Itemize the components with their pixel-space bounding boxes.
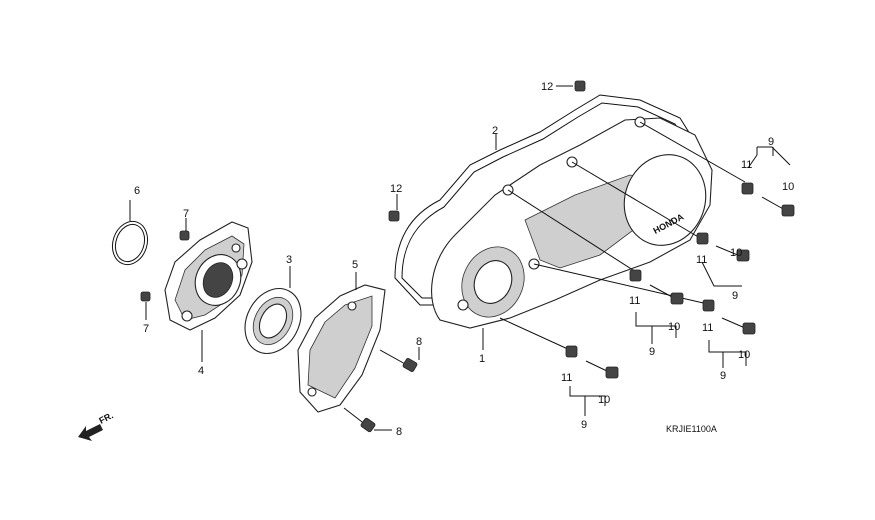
front-direction-arrow: FR. [78,410,115,441]
label-part-9-a: 9 [768,136,774,148]
label-part-12-left: 12 [390,183,402,195]
label-part-9-b: 9 [732,290,738,302]
dowel-12-left [388,210,400,222]
bolt-group-e [565,147,774,416]
label-part-7-lower: 7 [143,323,149,335]
label-part-5: 5 [352,259,358,271]
label-part-1: 1 [479,353,485,365]
label-part-9-e: 9 [581,419,587,431]
left-crankcase-cover: HONDA [431,116,713,329]
label-part-7-upper: 7 [183,208,189,220]
cover-plate [297,284,386,413]
label-part-9-d: 9 [720,370,726,382]
label-part-12-top: 12 [541,81,553,93]
dowel-pin-upper [179,230,190,241]
label-part-10-e: 10 [598,394,610,406]
label-part-8-lower: 8 [396,426,402,438]
bearing-holder [164,221,253,331]
label-part-6: 6 [134,185,140,197]
o-ring [111,220,149,266]
label-part-11-a: 11 [741,159,752,171]
label-part-10-c: 10 [668,321,680,333]
bolt-group-c [629,269,684,338]
label-part-10-a: 10 [782,181,794,193]
label-part-11-c: 11 [629,295,640,307]
diagram-code: KRJIE1100A [666,424,717,434]
bolt-8-upper [379,349,418,372]
label-part-8-upper: 8 [416,336,422,348]
bolt-group-d [702,299,756,366]
label-part-11-d: 11 [702,322,713,334]
dowel-pin-lower [140,291,151,302]
label-part-11-b: 11 [696,254,707,266]
label-part-3: 3 [286,254,292,266]
oil-seal [244,288,302,354]
front-direction-label: FR. [97,410,114,425]
dowel-12-top [574,80,586,92]
label-part-9-c: 9 [649,346,655,358]
bolt-8-lower [343,407,376,433]
label-part-2: 2 [492,125,498,137]
bolt-group-a [741,146,795,217]
label-part-4: 4 [198,365,204,377]
bolt-group-b [696,232,750,287]
label-part-10-b: 10 [730,247,742,259]
label-part-11-e: 11 [561,372,572,384]
label-part-10-d: 10 [738,349,750,361]
